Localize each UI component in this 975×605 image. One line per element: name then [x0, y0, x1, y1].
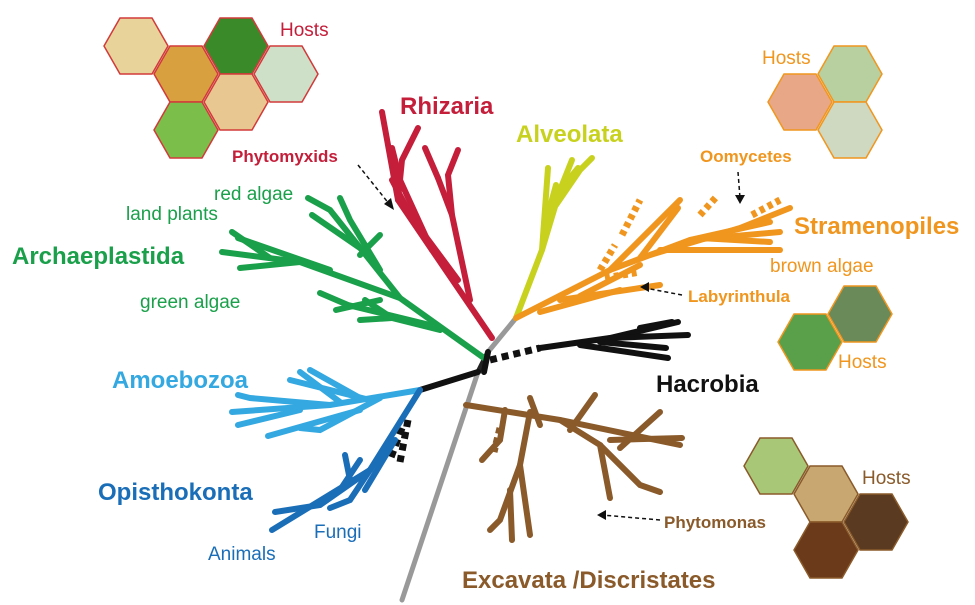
excavata-dashed — [494, 428, 500, 452]
stramenopiles-label: Stramenopiles — [794, 213, 959, 240]
green-algae-label: green algae — [140, 292, 240, 313]
hacrobia-label: Hacrobia — [656, 371, 759, 398]
labyrinthula-hosts-label: Hosts — [838, 352, 887, 373]
labyrinthula-label: Labyrinthula — [688, 287, 791, 306]
archaeplastida-label: Archaeplastida — [12, 243, 185, 270]
phytomonas-label: Phytomonas — [664, 513, 766, 532]
phytomonas-hosts-label: Hosts — [862, 468, 911, 489]
oomycetes-label: Oomycetes — [700, 147, 792, 166]
excavata-branches — [466, 395, 682, 540]
phytomyxids-label: Phytomyxids — [232, 147, 338, 166]
animals-label: Animals — [208, 544, 276, 565]
amoebozoa-branches — [232, 370, 420, 436]
rhizaria-hosts-label: Hosts — [280, 20, 329, 41]
opisthokonta-label: Opisthokonta — [98, 479, 253, 506]
archaeplastida-branches — [222, 198, 484, 358]
rhizaria-label: Rhizaria — [400, 93, 494, 120]
rhizaria-branches — [382, 112, 492, 338]
amoebozoa-label: Amoebozoa — [112, 367, 249, 394]
red-algae-label: red algae — [214, 184, 293, 205]
phytomonas-hosts-hexagons — [744, 438, 908, 578]
fungi-label: Fungi — [314, 522, 362, 543]
root-trunk — [402, 318, 516, 600]
hacrobia-branches — [420, 322, 688, 390]
alveolata-label: Alveolata — [516, 121, 623, 148]
brown-algae-label: brown algae — [770, 256, 874, 277]
excavata-label: Excavata /Discristates — [462, 567, 716, 594]
oomycetes-hosts-label: Hosts — [762, 48, 811, 69]
land-plants-label: land plants — [126, 204, 218, 225]
